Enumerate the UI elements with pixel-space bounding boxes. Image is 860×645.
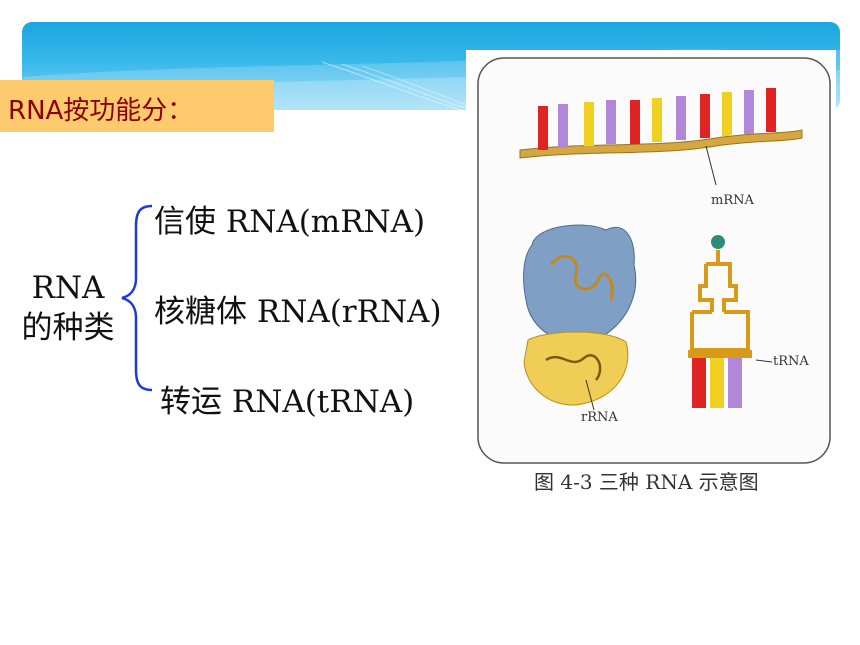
category-line-1: RNA [31,270,105,306]
rna-illustration [477,57,831,464]
trna-shape [688,235,752,408]
label-trna-left: rRNA [581,410,618,425]
type-trna: 转运 RNA(tRNA) [160,384,415,420]
ribosome-shape [523,224,637,406]
section-heading: RNA按功能分： [0,80,274,132]
type-rrna: 核糖体 RNA(rRNA) [154,294,442,330]
label-trna-right: tRNA [773,354,809,369]
mrna-bases [538,88,776,150]
curly-brace [121,204,153,392]
rna-category-label: RNA 的种类 [6,268,130,348]
type-mrna: 信使 RNA(mRNA) [154,204,426,240]
category-line-2: 的种类 [21,310,115,346]
figure-caption: 图 4-3 三种 RNA 示意图 [534,470,759,494]
rna-figure: mRNA tRNA rRNA [466,50,836,525]
label-mrna: mRNA [711,193,754,208]
section-heading-text: RNA按功能分： [8,96,194,126]
